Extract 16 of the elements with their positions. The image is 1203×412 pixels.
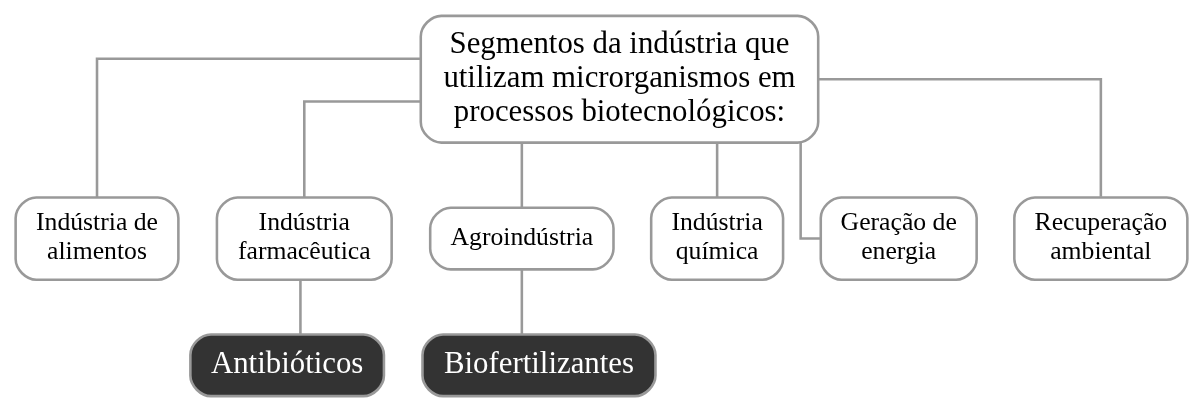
node-box: Indústria de alimentos (14, 196, 180, 281)
connector (520, 142, 524, 208)
node-box: Geração de energia (819, 196, 978, 281)
node-box: Indústria farmacêutica (215, 196, 393, 281)
connector (818, 77, 1103, 197)
node-box: Biofertilizantes (421, 333, 657, 398)
connector (299, 280, 302, 335)
node-box: Recuperação ambiental (1013, 196, 1189, 281)
connector (303, 100, 421, 198)
node-box: Antibióticos (189, 333, 386, 398)
node-box: Agroindústria (428, 206, 615, 271)
node-box: Segmentos da indústria que utilizam microrganismos em processos biotecnológicos: (419, 14, 820, 144)
connector (95, 57, 421, 198)
connector (520, 269, 524, 335)
connector (715, 142, 719, 198)
node-box: Indústria química (649, 196, 785, 281)
